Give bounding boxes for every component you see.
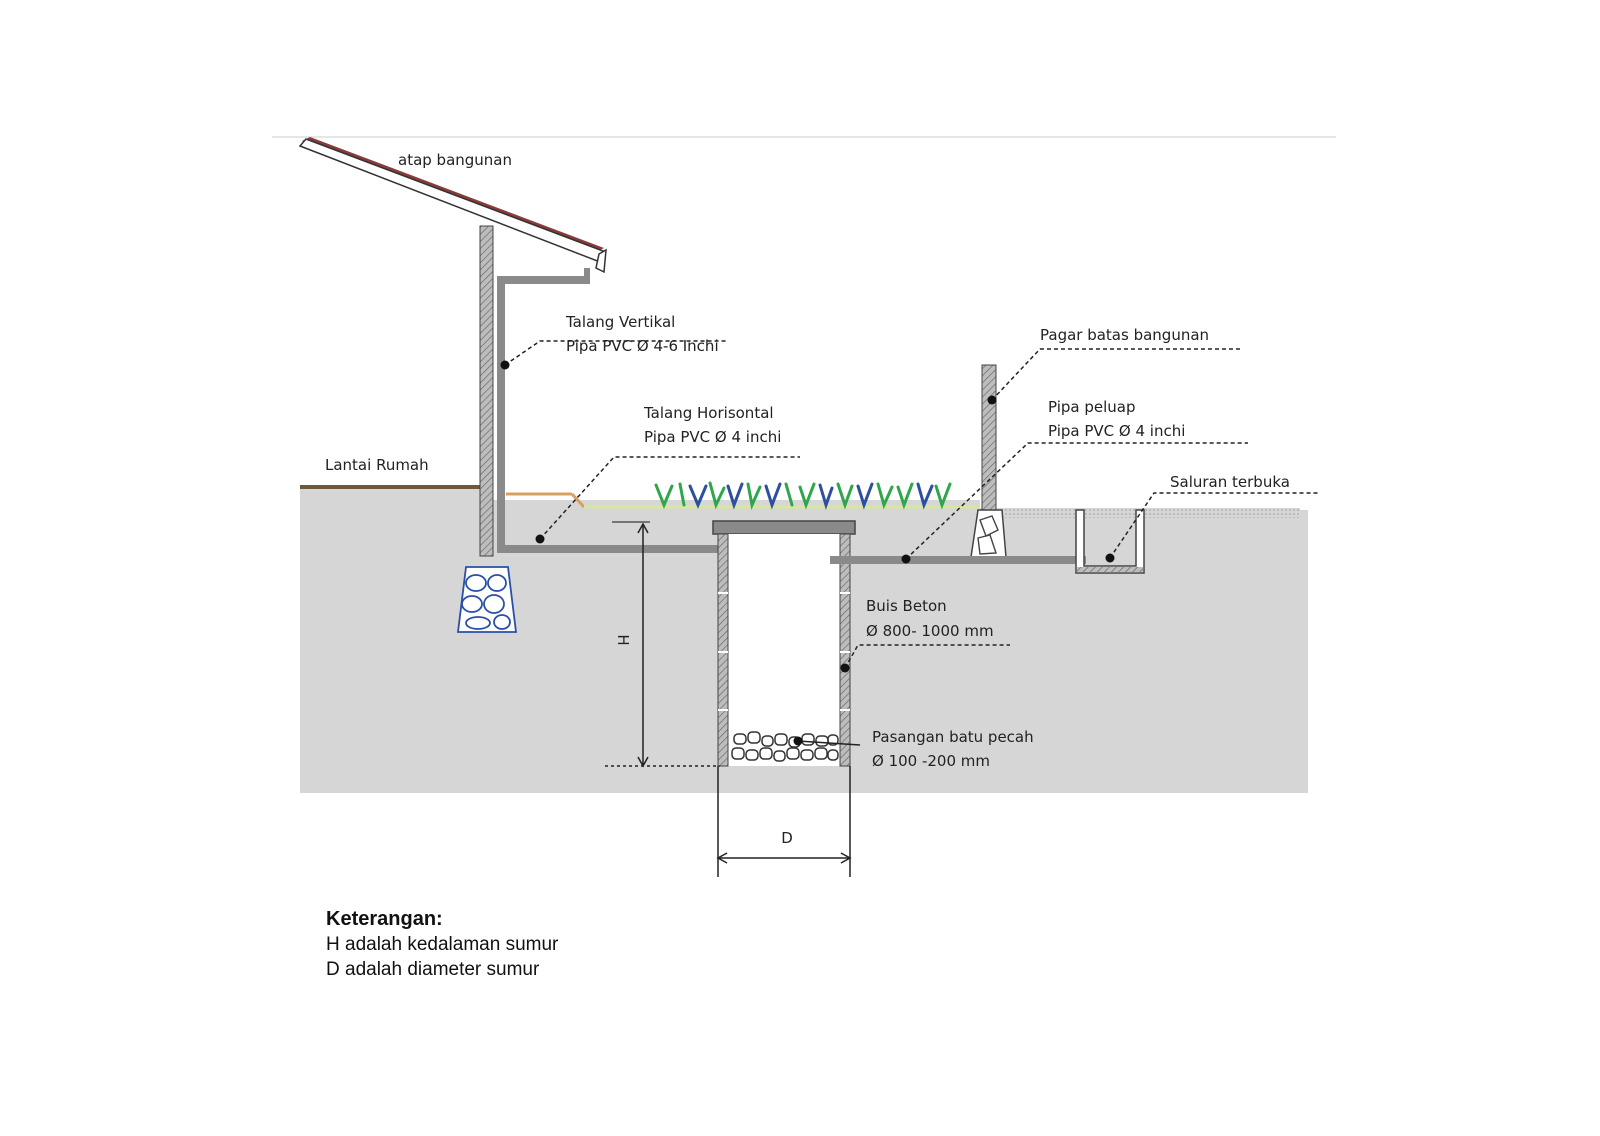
legend-line-h: H adalah kedalaman sumur	[326, 934, 559, 955]
concrete-ring-well	[717, 533, 851, 767]
label-fence: Pagar batas bangunan	[1040, 326, 1209, 344]
leader-dots	[500, 360, 1115, 746]
building-column	[479, 225, 494, 557]
roof	[298, 137, 607, 274]
diameter-dimension	[716, 766, 852, 877]
overflow-pipe	[830, 556, 1086, 564]
label-concrete-ring-size: Ø 800- 1000 mm	[866, 622, 994, 640]
vertical-gutter-pipe	[497, 268, 590, 553]
label-horizontal-gutter: Talang Horisontal	[643, 404, 774, 422]
open-channel	[1075, 509, 1145, 574]
grass	[654, 481, 952, 510]
label-vertical-gutter: Talang Vertikal	[565, 313, 675, 331]
label-horizontal-gutter-pipe: Pipa PVC Ø 4 inchi	[644, 428, 781, 446]
label-roof: atap bangunan	[398, 151, 512, 169]
floor-strip	[506, 492, 980, 509]
label-height-h: H	[614, 634, 632, 645]
legend-line-d: D adalah diameter sumur	[326, 959, 540, 980]
leader-lines	[504, 340, 1318, 746]
boundary-fence	[970, 364, 1007, 558]
label-gravel: Pasangan batu pecah	[872, 728, 1034, 746]
legend-title: Keterangan:	[326, 908, 443, 930]
label-overflow-pipe: Pipa peluap	[1048, 398, 1136, 416]
label-gravel-size: Ø 100 -200 mm	[872, 752, 990, 770]
label-vertical-gutter-pipe: Pipa PVC Ø 4-6 Inchi	[566, 337, 719, 355]
label-concrete-ring: Buis Beton	[866, 597, 947, 615]
well-lid	[712, 520, 856, 535]
label-open-channel: Saluran terbuka	[1170, 473, 1290, 491]
label-diameter-d: D	[781, 829, 793, 847]
label-overflow-pipe-spec: Pipa PVC Ø 4 inchi	[1048, 422, 1185, 440]
building-foundation	[456, 566, 518, 633]
gutter-box	[595, 248, 607, 274]
height-dimension	[605, 522, 720, 768]
legend: Keterangan: H adalah kedalaman sumur D a…	[326, 906, 558, 982]
label-house-floor: Lantai Rumah	[325, 456, 429, 474]
